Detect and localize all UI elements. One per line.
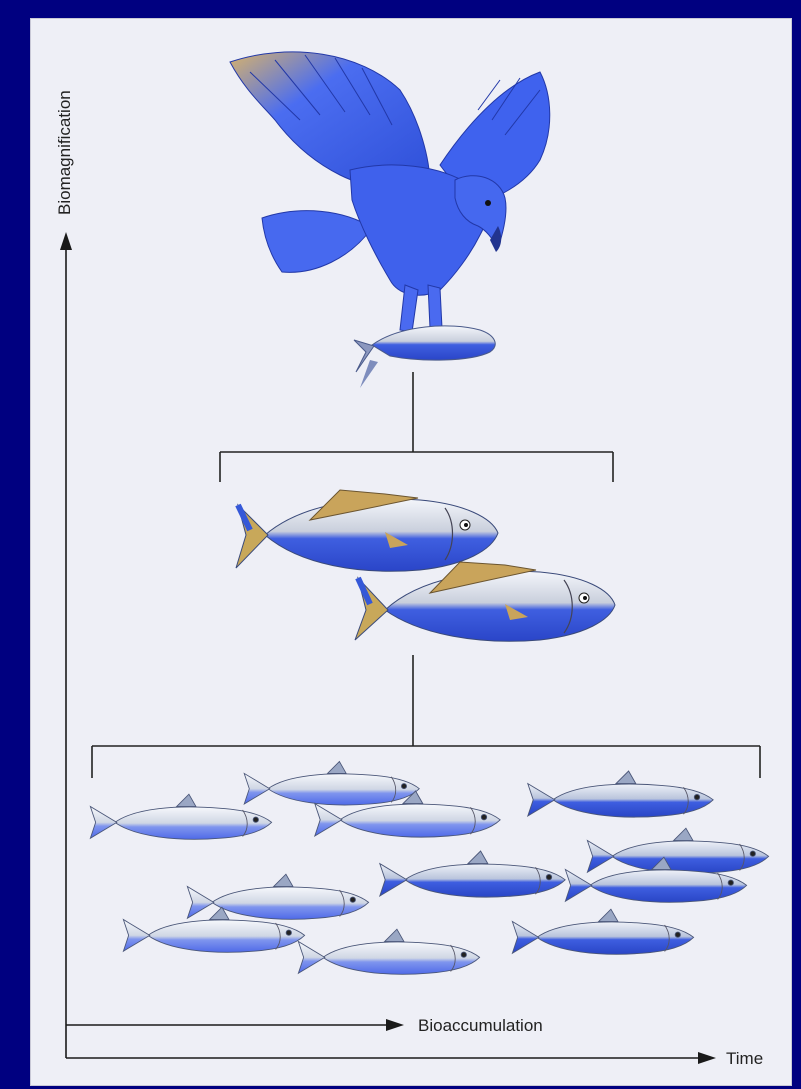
connector-upper — [220, 372, 613, 482]
small-fish — [187, 874, 368, 919]
large-fish-2 — [355, 562, 615, 641]
small-fish — [298, 929, 479, 974]
small-fish — [512, 909, 693, 954]
large-fish-1 — [236, 490, 498, 571]
small-fish — [587, 828, 768, 873]
small-fish — [528, 771, 713, 817]
small-fish — [90, 794, 271, 839]
bioaccumulation-axis — [66, 1019, 404, 1031]
small-fish-school — [90, 762, 768, 975]
biomagnification-axis — [60, 232, 72, 1058]
biomagnification-label: Biomagnification — [55, 90, 74, 215]
small-fish — [244, 762, 419, 806]
connector-lower — [92, 655, 760, 778]
small-fish — [380, 851, 565, 897]
time-axis — [66, 1052, 716, 1064]
eagle-illustration — [230, 52, 550, 388]
bioaccumulation-label: Bioaccumulation — [418, 1016, 543, 1035]
time-label: Time — [726, 1049, 763, 1068]
